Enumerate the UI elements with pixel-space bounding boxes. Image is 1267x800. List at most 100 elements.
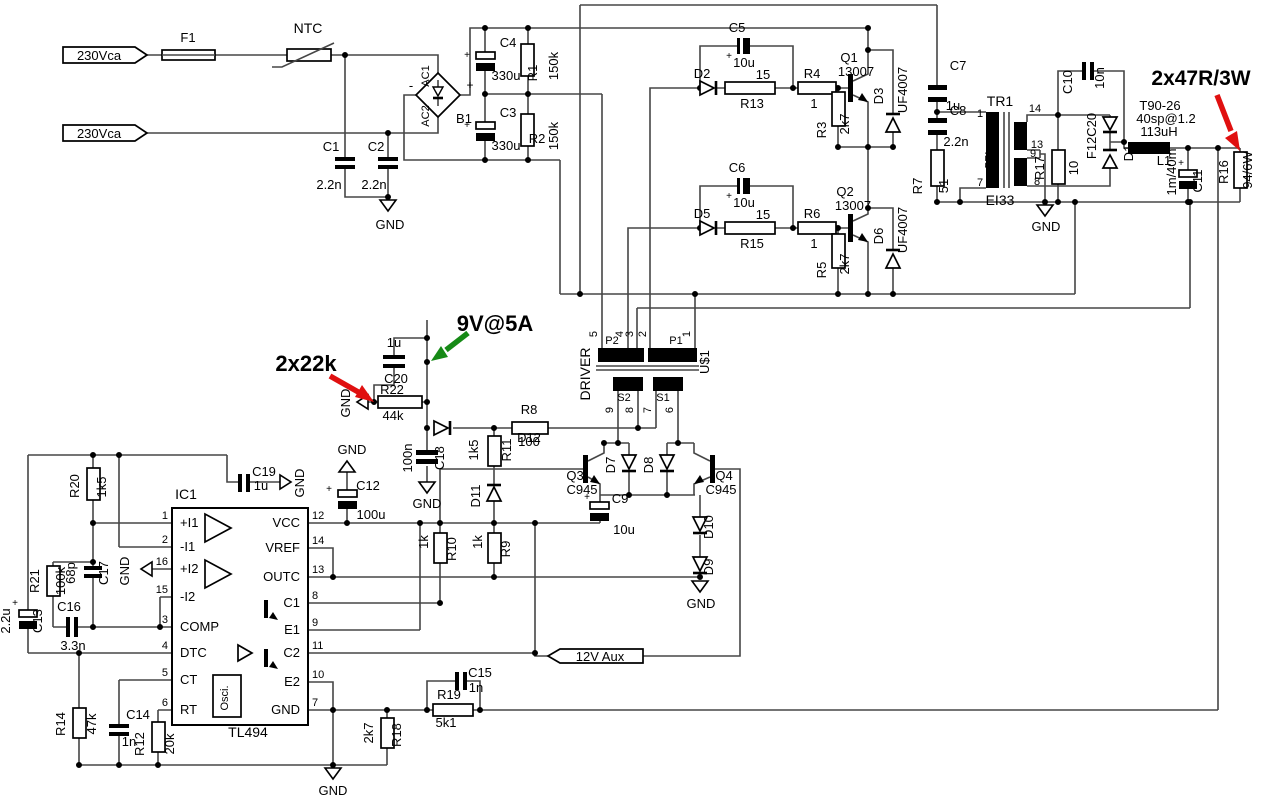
gnd-pin16 [139, 560, 153, 578]
label-d7: D7 [603, 457, 618, 474]
resistor-r3 [831, 91, 846, 127]
ic1-pin10-num: 10 [312, 669, 324, 681]
tr1-pin14: 14 [1029, 103, 1041, 115]
resistor-r4 [797, 81, 837, 95]
label-q1: Q1 [840, 50, 857, 65]
capacitor-c6 [737, 178, 750, 194]
amp1-symbol [204, 512, 233, 544]
diodes [433, 79, 1119, 575]
label-r12: R12 [132, 732, 147, 756]
driver-s1: S1 [656, 392, 669, 404]
plus-c11: + [1178, 158, 1184, 169]
value-r21: 100k [53, 566, 68, 595]
tr1-s2: S2 [1014, 129, 1025, 142]
capacitor-c13 [18, 609, 38, 629]
label-c1: C1 [323, 139, 340, 154]
label-ntc: NTC [294, 20, 323, 36]
label-r9: R9 [498, 541, 513, 558]
port-230vca-bottom [62, 124, 149, 142]
value-r9: 1k [470, 535, 485, 549]
capacitor-c2 [378, 157, 398, 169]
label-gnd-tr1: GND [1032, 219, 1061, 234]
value-r14: 47k [84, 713, 99, 734]
label-d1: D1 [1121, 145, 1136, 162]
resistor-r1 [520, 43, 535, 77]
resistor-r18 [380, 717, 395, 749]
label-r17: R17 [1032, 156, 1047, 180]
value-c18: 100n [400, 444, 415, 473]
value-q1: 13007 [838, 64, 874, 79]
ic1-pin13-num: 13 [312, 564, 324, 576]
value-r2: 150k [546, 121, 561, 150]
ic1-pin7-num: 7 [312, 697, 318, 709]
gnd-c19 [279, 473, 293, 491]
annotation-r16: 2x47R/3W [1151, 67, 1250, 90]
label-gnd-c19: GND [292, 469, 307, 498]
label-b1: B1 [456, 111, 472, 126]
label-u1: U$1 [697, 350, 712, 374]
value-c2: 2.2n [361, 177, 386, 192]
driver-pin8: 8 [624, 407, 636, 413]
capacitor-c10 [1082, 62, 1094, 80]
resistor-r15 [724, 221, 776, 235]
label-gnd-c18: GND [413, 496, 442, 511]
label-r19: R19 [437, 687, 461, 702]
label-c3: C3 [500, 105, 517, 120]
ic1-pin9-num: 9 [312, 617, 318, 629]
ic1-pin12-num: 12 [312, 510, 324, 522]
resistor-r7 [930, 149, 945, 187]
value-c4: 330u [492, 68, 521, 83]
ic1-pin14-num: 14 [312, 535, 324, 547]
gnd-input [378, 199, 398, 213]
resistor-r10 [433, 532, 448, 564]
value-c16: 3.3n [60, 638, 85, 653]
gnd-d9 [690, 580, 710, 594]
driver-pin4: 4 [614, 331, 626, 337]
driver-pin6: 6 [664, 407, 676, 413]
value-l1-core: T90-26 [1139, 98, 1180, 113]
ic1-pin9-name: E1 [284, 622, 300, 637]
red-arrow-2x22k [328, 373, 362, 396]
value-c11: 1m/40m [1164, 149, 1179, 196]
transistor-q2 [848, 214, 868, 242]
value-r13: 15 [756, 67, 770, 82]
plus-c13: + [12, 598, 18, 609]
value-r11: 1k5 [466, 440, 481, 461]
oscillator-box [212, 674, 242, 718]
capacitor-c8 [928, 118, 947, 135]
transistors [583, 74, 868, 484]
transformer-tr1 [986, 112, 1027, 188]
ic1-pin15-num: 15 [156, 584, 168, 596]
diode-d6 [884, 248, 902, 269]
resistor-r14 [72, 707, 87, 739]
label-r1: R1 [525, 65, 540, 82]
value-d6: UF4007 [895, 207, 910, 253]
value-c10: 10n [1092, 67, 1107, 89]
ic1-pin7-name: GND [271, 702, 300, 717]
value-c20: 1u [387, 335, 401, 350]
diode-d3 [884, 112, 902, 133]
resistor-r13 [724, 81, 776, 95]
label-r20: R20 [67, 474, 82, 498]
resistor-r9 [487, 532, 502, 564]
diode-d2 [699, 79, 718, 97]
capacitor-c3 [475, 121, 496, 141]
diode-d12 [433, 419, 452, 437]
value-r6: 1 [810, 236, 817, 251]
port-230vca-top-label: 230Vca [77, 48, 122, 63]
diode-d9 [691, 556, 709, 575]
amp2-symbol [204, 558, 233, 590]
value-c7: 1u [946, 98, 960, 113]
value-q2: 13007 [835, 198, 871, 213]
plus-c6: + [726, 191, 732, 202]
resistor-r8 [511, 421, 549, 435]
driver-pin7: 7 [642, 407, 654, 413]
label-r2: R2 [529, 131, 546, 146]
value-c3: 330u [492, 138, 521, 153]
value-r4: 1 [810, 96, 817, 111]
fuse-f1 [161, 49, 216, 61]
label-driver: DRIVER [577, 348, 593, 401]
ic1-pin6-num: 6 [162, 697, 168, 709]
label-l1: L1 [1157, 153, 1171, 168]
